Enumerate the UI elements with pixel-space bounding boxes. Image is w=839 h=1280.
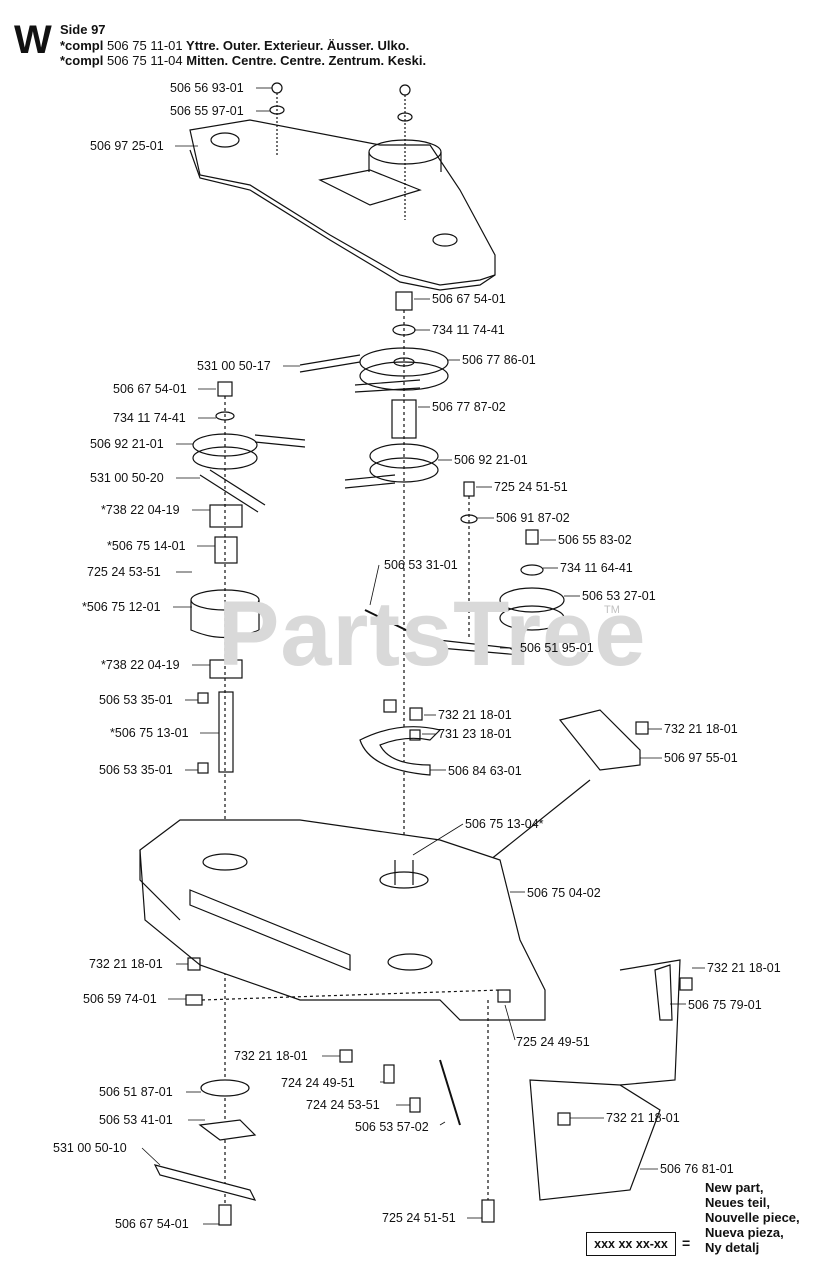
part-label: 506 51 95-01 bbox=[520, 641, 594, 655]
part-label: 506 51 87-01 bbox=[99, 1085, 173, 1099]
part-label: 506 53 57-02 bbox=[355, 1120, 429, 1134]
part-label: 506 67 54-01 bbox=[432, 292, 506, 306]
part-label: 732 21 18-01 bbox=[234, 1049, 308, 1063]
upper-pulley-stack bbox=[299, 291, 449, 900]
new-part-legend-text: New part, Neues teil, Nouvelle piece, Nu… bbox=[705, 1180, 800, 1255]
top-screws bbox=[269, 82, 413, 220]
part-label: 734 11 74-41 bbox=[113, 411, 186, 425]
part-label: 732 21 18-01 bbox=[664, 722, 738, 736]
discharge-deflector bbox=[529, 959, 693, 1201]
section-letter: W bbox=[14, 18, 52, 62]
part-label: 506 92 21-01 bbox=[454, 453, 528, 467]
tensioner-arm bbox=[364, 481, 565, 656]
legend-line: Nouvelle piece, bbox=[705, 1210, 800, 1225]
part-label: 506 75 79-01 bbox=[688, 998, 762, 1012]
part-label: *738 22 04-19 bbox=[101, 503, 180, 517]
part-label: 531 00 50-17 bbox=[197, 359, 271, 373]
leader-lines bbox=[141, 87, 705, 1225]
part-label: 506 53 41-01 bbox=[99, 1113, 173, 1127]
right-bracket bbox=[489, 709, 649, 861]
lower-hardware bbox=[153, 957, 511, 1226]
header-line-2-prefix: *compl bbox=[60, 53, 104, 68]
left-spindle-stack bbox=[190, 381, 306, 1220]
part-label: 506 77 87-02 bbox=[432, 400, 506, 414]
part-label: 506 91 87-02 bbox=[496, 511, 570, 525]
part-label: 732 21 18-01 bbox=[438, 708, 512, 722]
part-label: 724 24 49-51 bbox=[281, 1076, 355, 1090]
part-label: 506 53 27-01 bbox=[582, 589, 656, 603]
top-cover-plate bbox=[189, 119, 496, 291]
page-label: Side 97 bbox=[60, 22, 106, 37]
part-label: 734 11 74-41 bbox=[432, 323, 505, 337]
header-line-2-text: Mitten. Centre. Centre. Zentrum. Keski. bbox=[186, 53, 427, 68]
legend-equals: = bbox=[682, 1235, 691, 1251]
part-label: 506 56 93-01 bbox=[170, 81, 244, 95]
part-label: *506 75 13-01 bbox=[110, 726, 189, 740]
part-label: 732 21 18-01 bbox=[707, 961, 781, 975]
new-part-legend-box: xxx xx xx-xx bbox=[586, 1232, 676, 1256]
legend-line: Nueva pieza, bbox=[705, 1225, 784, 1240]
part-label: 725 24 53-51 bbox=[87, 565, 161, 579]
header-line-1-number: 506 75 11-01 bbox=[106, 38, 183, 53]
part-label: 731 23 18-01 bbox=[438, 727, 512, 741]
part-label: 506 67 54-01 bbox=[115, 1217, 189, 1231]
part-label: 506 55 83-02 bbox=[558, 533, 632, 547]
part-label: 724 24 53-51 bbox=[306, 1098, 380, 1112]
part-label: 725 24 51-51 bbox=[382, 1211, 456, 1225]
part-label: 506 97 25-01 bbox=[90, 139, 164, 153]
header-line-2-number: 506 75 11-04 bbox=[106, 53, 183, 68]
part-label: 506 75 13-04* bbox=[465, 817, 544, 831]
part-label: *738 22 04-19 bbox=[101, 658, 180, 672]
part-label: 506 76 81-01 bbox=[660, 1162, 734, 1176]
part-label: 732 21 18-01 bbox=[89, 957, 163, 971]
part-label: 506 77 86-01 bbox=[462, 353, 536, 367]
part-label: *506 75 12-01 bbox=[82, 600, 161, 614]
part-label: 725 24 49-51 bbox=[516, 1035, 590, 1049]
part-label: 506 59 74-01 bbox=[83, 992, 157, 1006]
part-label: 506 92 21-01 bbox=[90, 437, 164, 451]
part-label: *506 75 14-01 bbox=[107, 539, 186, 553]
mower-deck-housing bbox=[139, 819, 546, 1021]
part-label: 531 00 50-20 bbox=[90, 471, 164, 485]
legend-line: New part, bbox=[705, 1180, 764, 1195]
part-label: 506 97 55-01 bbox=[664, 751, 738, 765]
legend-line: Neues teil, bbox=[705, 1195, 771, 1210]
trademark-mark: TM bbox=[604, 604, 620, 616]
part-label: 734 11 64-41 bbox=[560, 561, 633, 575]
part-label: 506 75 04-02 bbox=[527, 886, 601, 900]
part-label: 732 21 18-01 bbox=[606, 1111, 680, 1125]
part-label: 531 00 50-10 bbox=[53, 1141, 127, 1155]
part-label: 506 67 54-01 bbox=[113, 382, 187, 396]
header-line-2: *compl 506 75 11-04 Mitten. Centre. Cent… bbox=[60, 53, 426, 68]
part-label: 506 53 35-01 bbox=[99, 693, 173, 707]
header-line-1-prefix: *compl bbox=[60, 38, 104, 53]
watermark: PartsTree bbox=[218, 583, 647, 685]
part-label: 725 24 51-51 bbox=[494, 480, 568, 494]
header-line-1: *compl 506 75 11-01 Yttre. Outer. Exteri… bbox=[60, 38, 409, 53]
legend-line: Ny detalj bbox=[705, 1240, 760, 1255]
header-line-1-text: Yttre. Outer. Exterieur. Äusser. Ulko. bbox=[186, 38, 410, 53]
part-label: 506 55 97-01 bbox=[170, 104, 244, 118]
part-label: 506 84 63-01 bbox=[448, 764, 522, 778]
part-label: 506 53 35-01 bbox=[99, 763, 173, 777]
part-label: 506 53 31-01 bbox=[384, 558, 458, 572]
belt-guard-arc bbox=[359, 699, 442, 776]
